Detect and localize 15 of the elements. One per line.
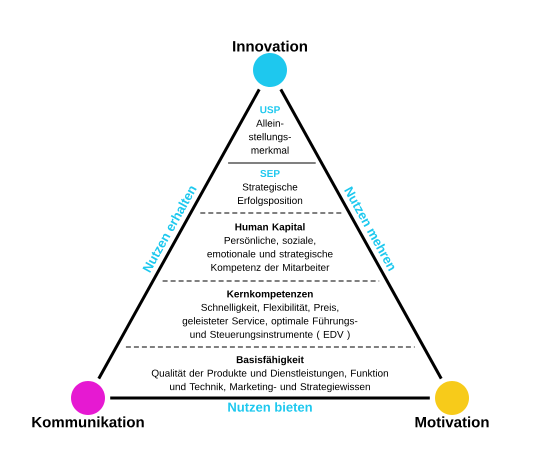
pyramid-level: Basisfähigkeit Qualität der Produkte und Dienstleistungen, Funktion und Technik, Marketing- und Strategiewissen (152, 356, 388, 392)
triangle-side (279, 88, 443, 380)
triangle-side (97, 88, 261, 380)
node-label: Innovation (233, 40, 307, 52)
circle-node: Innovation (233, 40, 307, 87)
pyramid-level: Human Kapital Persönliche, soziale, emotionale und strategische Kompetenz der Mitarbeiter (207, 223, 333, 273)
node-label: Kommunikation (32, 416, 144, 428)
edge-label: Nutzen bieten (228, 402, 312, 412)
pyramid-level: Kernkompetenzen Schnelligkeit, Flexibilität, Preis, geleisteter Service, optimale Führungs- und Steuerungsinstrumente ( EDV ) (182, 290, 358, 340)
pyramid-level: USP Allein- stellungs- merkmal (248, 106, 291, 154)
pyramid-level: SEP Strategische Erfolgsposition (238, 170, 302, 206)
circle-node: Motivation (416, 381, 489, 428)
circle-node: Kommunikation (32, 381, 144, 428)
triangle-side (110, 396, 430, 400)
node-label: Motivation (416, 416, 489, 428)
